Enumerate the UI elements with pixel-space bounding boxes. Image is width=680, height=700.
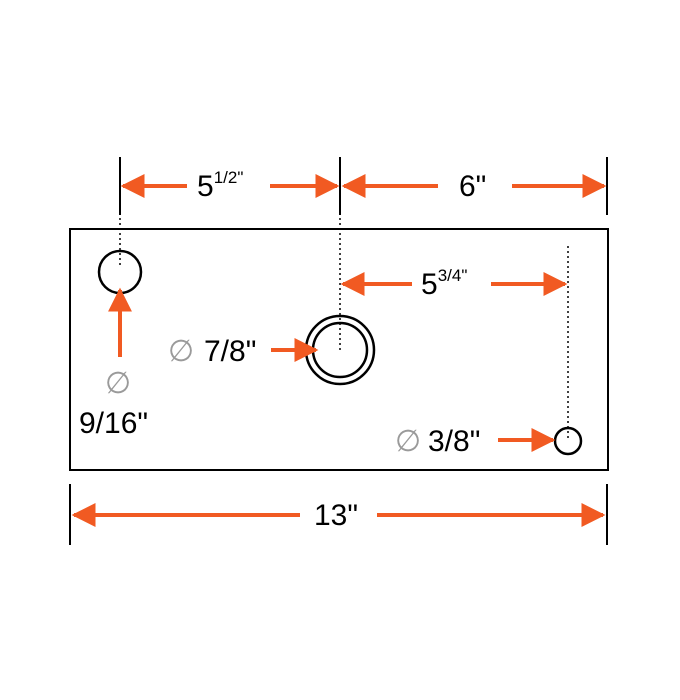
dim-label-inner: 53/4" <box>421 266 467 301</box>
hole-small-left <box>97 249 143 295</box>
hole-label-small-left: 9/16" <box>79 407 148 440</box>
hole-label-center: 7/8" <box>204 335 256 368</box>
dim-label-top-right: 6" <box>459 170 486 203</box>
dim-label-overall: 13" <box>314 499 358 532</box>
hole-label-right: 3/8" <box>428 425 480 458</box>
diameter-symbol-left-hole: ∅ <box>105 366 131 401</box>
diameter-symbol-center-hole: ∅ <box>168 334 194 369</box>
dim-label-top-left: 51/2" <box>197 168 243 203</box>
diameter-symbol-right-hole: ∅ <box>395 424 421 459</box>
plate-outline <box>69 228 609 471</box>
